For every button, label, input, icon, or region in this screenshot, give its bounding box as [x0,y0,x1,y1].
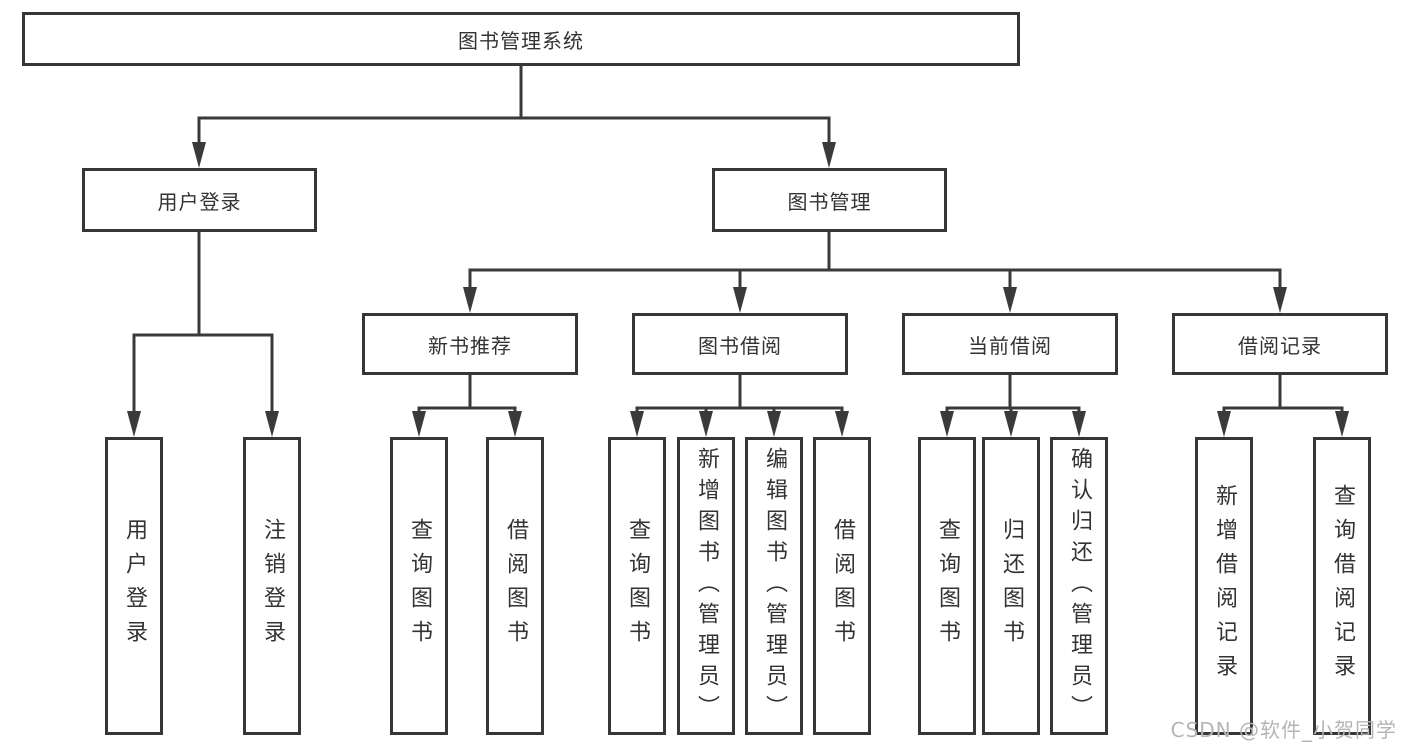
arrow-down-icon [699,411,713,437]
leaf-label: 查询借阅记录 [1330,484,1355,688]
leaf-label: 注销登录 [260,518,285,654]
leaf-label: 借阅图书 [830,518,855,654]
arrow-down-icon [1003,287,1017,313]
leaf-label: 查询图书 [407,518,432,654]
leaf-confirm-return-admin: 确认归还（管理员） [1050,437,1108,735]
connector-book-borrow [635,375,844,414]
leaf-user-login: 用户登录 [105,437,163,735]
connector-new-rec [417,375,517,414]
arrow-down-icon [835,411,849,437]
arrow-down-icon [630,411,644,437]
node-new-book-recommend: 新书推荐 [362,313,578,375]
leaf-query-books-1: 查询图书 [390,437,448,735]
node-book-borrowing: 图书借阅 [632,313,848,375]
connector-root [197,66,831,146]
leaf-label: 归还图书 [999,518,1024,654]
node-user-login: 用户登录 [82,168,317,232]
connector-borrow-rec [1222,375,1344,414]
arrow-down-icon [463,287,477,313]
leaf-edit-book-admin: 编辑图书（管理员） [745,437,803,735]
arrow-down-icon [265,411,279,437]
node-borrowing-records: 借阅记录 [1172,313,1388,375]
node-book-management: 图书管理 [712,168,947,232]
arrow-down-icon [192,142,206,168]
leaf-label: 查询图书 [935,518,960,654]
arrow-down-icon [412,411,426,437]
leaf-label: 新增图书（管理员） [694,446,719,726]
leaf-label: 借阅图书 [503,518,528,654]
leaf-borrow-books-2: 借阅图书 [813,437,871,735]
arrow-down-icon [767,411,781,437]
arrow-down-icon [1217,411,1231,437]
leaf-add-borrow-record: 新增借阅记录 [1195,437,1253,735]
leaf-label: 编辑图书（管理员） [762,446,787,726]
arrow-down-icon [733,287,747,313]
leaf-return-book: 归还图书 [982,437,1040,735]
leaf-borrow-books-1: 借阅图书 [486,437,544,735]
leaf-query-books-3: 查询图书 [918,437,976,735]
leaf-query-borrow-record: 查询借阅记录 [1313,437,1371,735]
arrow-down-icon [1004,411,1018,437]
arrow-down-icon [1072,411,1086,437]
node-current-borrowing: 当前借阅 [902,313,1118,375]
leaf-label: 用户登录 [122,518,147,654]
connector-user-login [132,232,274,415]
arrow-down-icon [940,411,954,437]
arrow-down-icon [822,142,836,168]
arrow-down-icon [127,411,141,437]
connector-book-mgmt [468,232,1282,292]
arrow-down-icon [508,411,522,437]
leaf-query-books-2: 查询图书 [608,437,666,735]
leaf-label: 确认归还（管理员） [1067,446,1092,726]
arrow-down-icon [1335,411,1349,437]
csdn-watermark: CSDN @软件_小贺同学 [1170,718,1397,742]
node-root: 图书管理系统 [22,12,1020,66]
arrow-down-icon [1273,287,1287,313]
connector-cur-borrow [945,375,1081,414]
leaf-logout: 注销登录 [243,437,301,735]
leaf-add-book-admin: 新增图书（管理员） [677,437,735,735]
leaf-label: 新增借阅记录 [1212,484,1237,688]
leaf-label: 查询图书 [625,518,650,654]
